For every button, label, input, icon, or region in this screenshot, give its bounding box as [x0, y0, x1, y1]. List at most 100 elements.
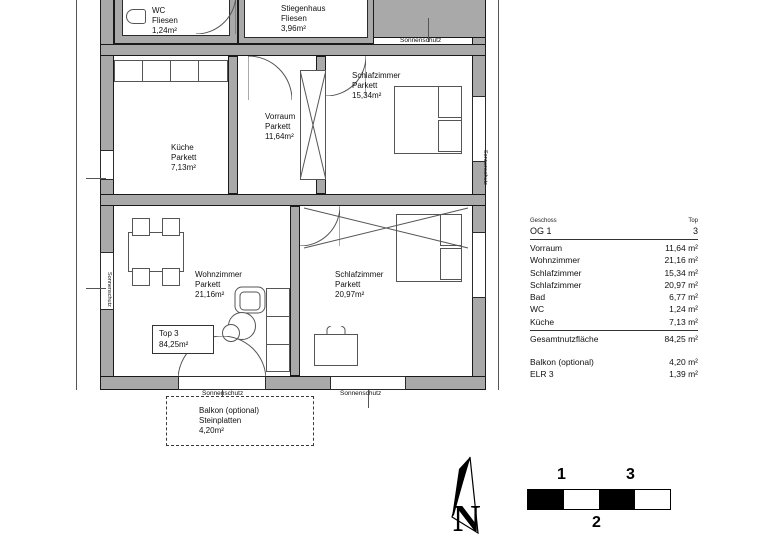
legend-header-top: Top: [688, 218, 698, 224]
counter-divider: [198, 60, 199, 82]
scale-label-2: 2: [592, 514, 601, 531]
legend-row: Schlafzimmer 20,97 m²: [530, 279, 698, 291]
legend-extra-label: ELR 3: [530, 369, 554, 380]
label-schlafzimmer-2-name: Schlafzimmer: [335, 270, 384, 279]
label-schlafzimmer-2-area: 20,97m²: [335, 290, 365, 299]
legend-divider-total: [530, 329, 698, 331]
toilet-fixture: [126, 9, 146, 24]
dining-chair: [132, 218, 150, 236]
label-wohnzimmer-area: 21,16m²: [195, 290, 225, 299]
area-legend-table: Geschoss Top OG 1 3 Vorraum 11,64 m² Woh…: [530, 217, 698, 380]
door-arc-vorraum-stairs: [248, 56, 292, 100]
legend-row-label: Küche: [530, 316, 555, 327]
label-stiegenhaus: Stiegenhaus Fliesen 3,96m²: [281, 4, 325, 34]
sunshade-label-top: Sonnenschutz: [400, 37, 442, 44]
legend-total-value: 84,25 m²: [664, 333, 698, 344]
bed-2-pillow: [440, 248, 462, 280]
legend-row: Küche 7,13 m²: [530, 316, 698, 328]
unit-info-box: Top 3 84,25m²: [152, 325, 214, 354]
legend-row-label: Schlafzimmer: [530, 267, 582, 278]
label-schlafzimmer-1-name: Schlafzimmer: [352, 71, 401, 80]
label-stiegenhaus-name: Stiegenhaus: [281, 4, 326, 13]
label-wc: WC Fliesen 1,24m²: [152, 6, 178, 36]
label-wc-area: 1,24m²: [152, 26, 177, 35]
kitchen-counter: [114, 60, 228, 82]
scale-bar: [527, 489, 671, 510]
legend-row: WC 1,24 m²: [530, 303, 698, 315]
legend-subheader-row: OG 1 3: [530, 225, 698, 237]
label-balkon-floor: Steinplatten: [199, 416, 242, 425]
label-wc-floor: Fliesen: [152, 16, 178, 25]
legend-row-value: 1,24 m²: [669, 304, 698, 315]
sofa-divider: [266, 344, 290, 345]
label-schlafzimmer-1-area: 15,34m²: [352, 91, 382, 100]
scale-segment: [528, 490, 564, 509]
door-arc-schlafzimmer-1: [326, 56, 366, 96]
legend-floor-value: OG 1: [530, 226, 552, 236]
legend-row-value: 11,64 m²: [665, 243, 698, 253]
label-vorraum-name: Vorraum: [265, 112, 296, 121]
opening-cross-icon: [303, 207, 469, 249]
scale-segment: [634, 490, 670, 509]
label-schlafzimmer-2: Schlafzimmer Parkett 20,97m²: [335, 270, 383, 300]
wardrobe-cross-icon: [300, 70, 326, 180]
bed-1-pillow: [438, 120, 462, 152]
label-wc-name: WC: [152, 6, 166, 15]
balcony-area: [166, 396, 314, 446]
window-right-schlaf1: [472, 96, 486, 162]
sofa-unit: [266, 288, 290, 372]
sofa-divider: [266, 316, 290, 317]
legend-row-value: 20,97 m²: [664, 279, 698, 290]
dimension-line-left: [76, 0, 77, 390]
label-schlafzimmer-1: Schlafzimmer Parkett 15,34m²: [352, 71, 400, 101]
dimension-tick: [86, 288, 106, 289]
legend-row-label: WC: [530, 304, 545, 315]
legend-row: Vorraum 11,64 m²: [530, 242, 698, 254]
legend-header-row: Geschoss Top: [530, 217, 698, 225]
dresser: [314, 334, 358, 366]
dining-table: [128, 232, 184, 272]
label-kuche-floor: Parkett: [171, 153, 197, 162]
dining-chair: [132, 268, 150, 286]
dining-chair: [162, 218, 180, 236]
legend-divider-top: [530, 239, 698, 240]
legend-row-value: 7,13 m²: [669, 316, 698, 327]
north-arrow: N: [440, 455, 500, 540]
label-vorraum-floor: Parkett: [265, 122, 291, 131]
label-schlafzimmer-1-floor: Parkett: [352, 81, 378, 90]
legend-row-label: Wohnzimmer: [530, 255, 580, 266]
window-right-schlaf2: [472, 232, 486, 298]
label-schlafzimmer-2-floor: Parkett: [335, 280, 361, 289]
unit-info-label: Top 3: [159, 329, 179, 338]
legend-row: Bad 6,77 m²: [530, 291, 698, 303]
window-bottom-schlaf2: [330, 376, 406, 390]
sunshade-label-bottom-left: Sonnenschutz: [202, 390, 244, 397]
dining-chair: [162, 268, 180, 286]
legend-total-label: Gesamtnutzfläche: [530, 333, 599, 344]
scale-label-1: 1: [557, 466, 566, 483]
legend-row-label: Schlafzimmer: [530, 279, 582, 290]
label-vorraum-area: 11,64m²: [265, 132, 294, 141]
bed-1-pillow: [438, 86, 462, 118]
legend-header-geschoss: Geschoss: [530, 218, 557, 224]
wall-outer-bottom: [100, 376, 486, 390]
label-kuche: Küche Parkett 7,13m²: [171, 143, 196, 173]
legend-row-label: Vorraum: [530, 243, 563, 253]
counter-divider: [142, 60, 143, 82]
wall-interior-mid-horizontal: [100, 194, 486, 206]
label-wohnzimmer-name: Wohnzimmer: [195, 270, 242, 279]
legend-extra-row: Balkon (optional) 4,20 m²: [530, 356, 698, 368]
label-balkon: Balkon (optional) Steinplatten 4,20m²: [199, 406, 259, 436]
counter-divider: [170, 60, 171, 82]
sunshade-leader: [368, 390, 369, 408]
legend-extra-value: 4,20 m²: [669, 356, 698, 367]
sunshade-leader: [428, 18, 429, 42]
window-left-kuche: [100, 150, 114, 180]
label-wohnzimmer-floor: Parkett: [195, 280, 221, 289]
legend-row-value: 21,16 m²: [664, 255, 698, 266]
armchair: [234, 286, 266, 314]
legend-spacer: [530, 345, 698, 356]
legend-row-value: 6,77 m²: [669, 292, 698, 303]
door-arc-schlafzimmer-2: [300, 206, 340, 246]
window-bottom-wohnzimmer: [178, 376, 266, 390]
